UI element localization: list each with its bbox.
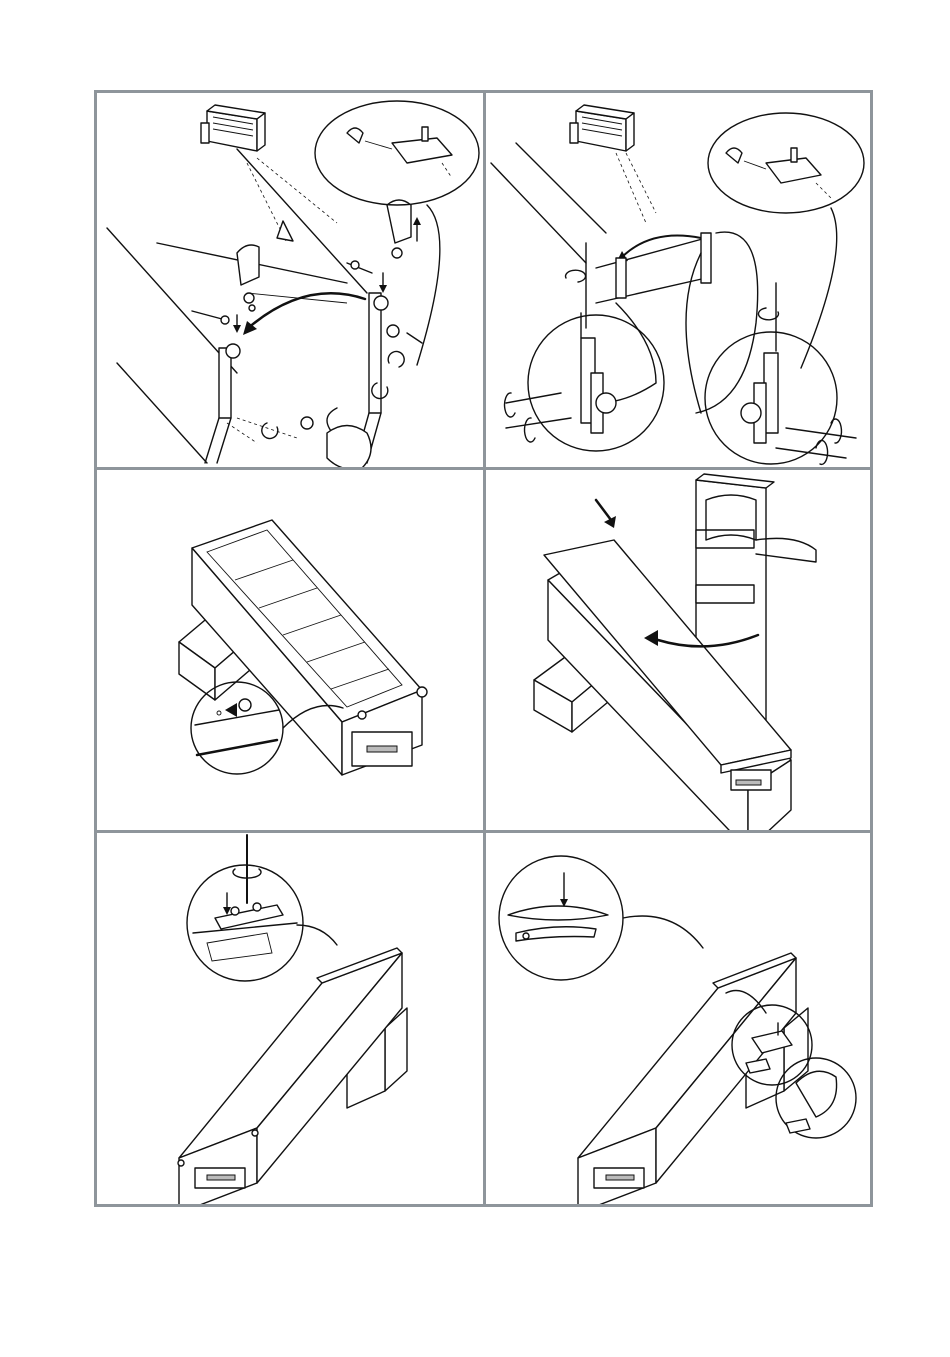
appliance-on-blocks-icon [97,470,483,830]
panel-5-hinge-bracket [97,833,483,1204]
panel-2-hinge-transfer [486,93,870,467]
cover-cap-icon [486,833,870,1204]
screwdriver-icon [486,93,870,467]
hinge-removal-icon [97,93,483,467]
panel-6-cover-caps [486,833,870,1204]
panel-1-hinge-removal [97,93,483,467]
panel-3-appliance-pin [97,470,483,830]
hinge-bracket-icon [97,833,483,1204]
door-swap-icon [486,470,870,830]
panel-4-door-swap [486,470,870,830]
illustration-grid [94,90,873,1207]
